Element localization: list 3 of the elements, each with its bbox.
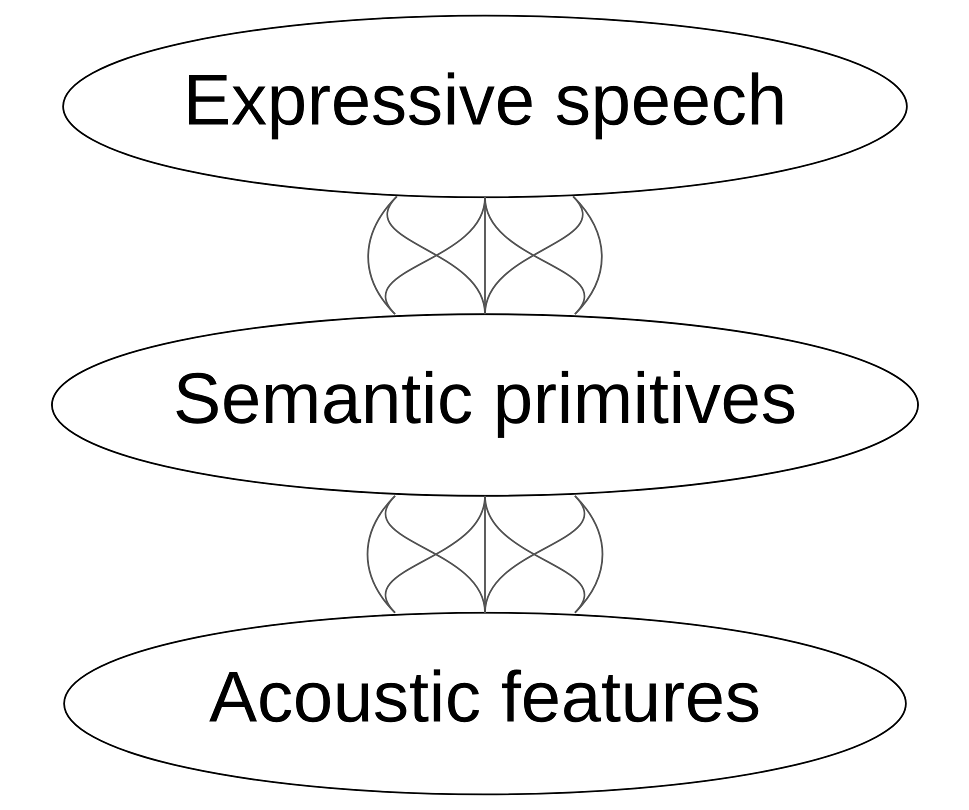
node-ellipse: Expressive speech	[62, 14, 908, 198]
node-ellipse: Semantic primitives	[50, 313, 918, 497]
node-ellipse: Acoustic features	[62, 612, 906, 796]
